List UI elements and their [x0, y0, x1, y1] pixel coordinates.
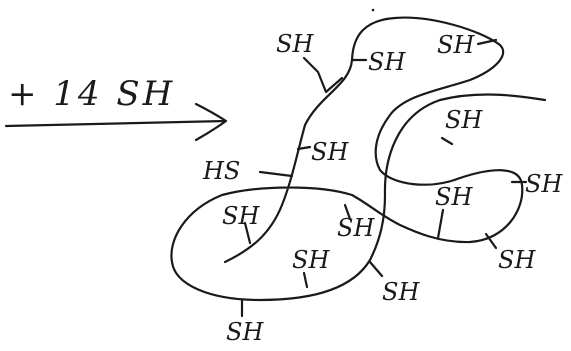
sh-label-12: SH — [292, 246, 330, 274]
bond-sh-6 — [440, 136, 454, 146]
sh-label-9: SH — [498, 246, 536, 274]
reagent-label: + 14 SH — [8, 74, 175, 114]
sh-label-4: SH — [311, 138, 349, 166]
protein-chain — [170, 16, 547, 302]
bond-sh-10 — [243, 221, 252, 245]
bond-sh-4 — [296, 145, 312, 151]
bond-sh-3 — [476, 38, 498, 46]
bond-sh-12 — [302, 271, 309, 289]
sh-label-7: SH — [525, 170, 563, 198]
hs-label-5: HS — [202, 157, 240, 185]
bond-hs-5 — [258, 170, 294, 178]
sh-label-14: SH — [226, 318, 264, 346]
bond-sh-8 — [436, 208, 445, 240]
sh-label-10: SH — [222, 202, 260, 230]
sh-label-8: SH — [435, 183, 473, 211]
bond-sh-13 — [368, 260, 384, 278]
reaction-arrow — [4, 102, 228, 142]
stray-dot — [371, 8, 375, 12]
sh-label-3: SH — [437, 31, 475, 59]
sh-label-6: SH — [445, 106, 483, 134]
bond-sh-9 — [484, 232, 498, 250]
sh-label-1: SH — [276, 30, 314, 58]
bond-sh-11 — [343, 203, 352, 221]
bond-sh-1 — [302, 56, 344, 94]
sh-label-13: SH — [382, 278, 420, 306]
sh-label-2: SH — [368, 48, 406, 76]
sh-label-11: SH — [337, 214, 375, 242]
